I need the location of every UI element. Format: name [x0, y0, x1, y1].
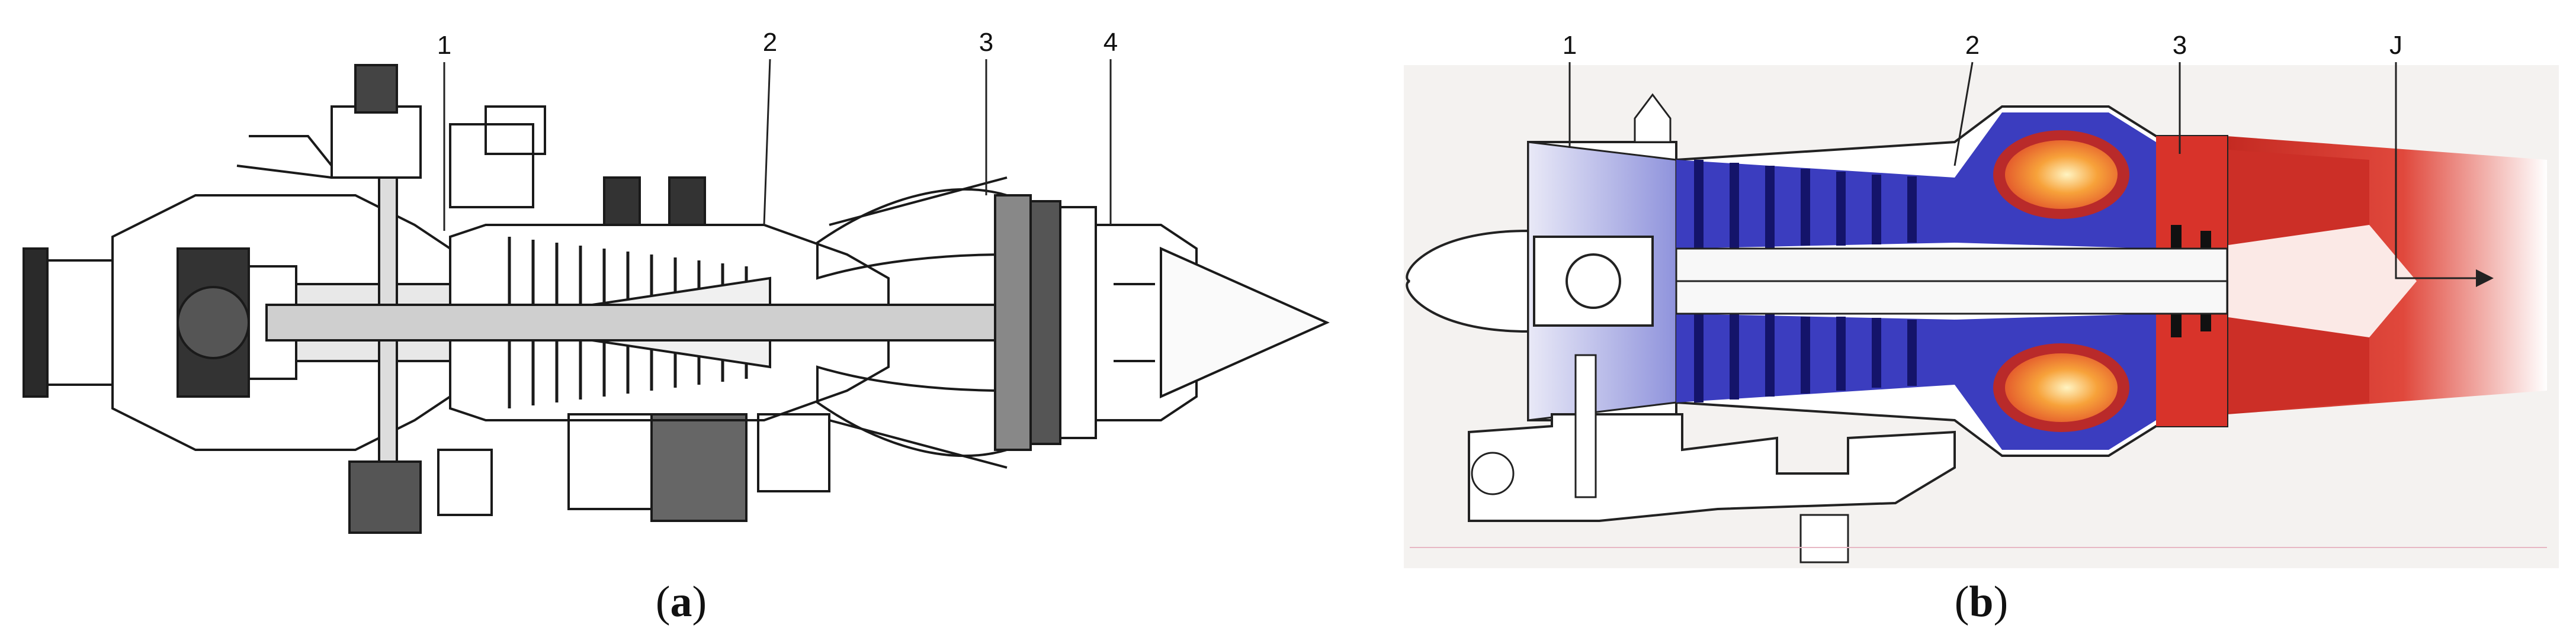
panel-a-caption-letter: a	[670, 578, 692, 626]
panel-a-callout-4: 4	[1103, 28, 1118, 57]
panel-a-caption: (a)	[655, 578, 707, 626]
panel-a-callout-2: 2	[762, 28, 778, 57]
panel-b-callout-3: 3	[2172, 31, 2187, 60]
panel-b-caption: (b)	[1954, 578, 2009, 626]
panel-b-callout-j: J	[2389, 31, 2402, 60]
panel-a-callout-1: 1	[437, 31, 452, 60]
panel-b-callout-1: 1	[1562, 31, 1577, 60]
panel-b-callout-2: 2	[1965, 31, 1980, 60]
panel-b-caption-letter: b	[1969, 578, 1994, 626]
panel-a-callout-3: 3	[979, 28, 994, 57]
